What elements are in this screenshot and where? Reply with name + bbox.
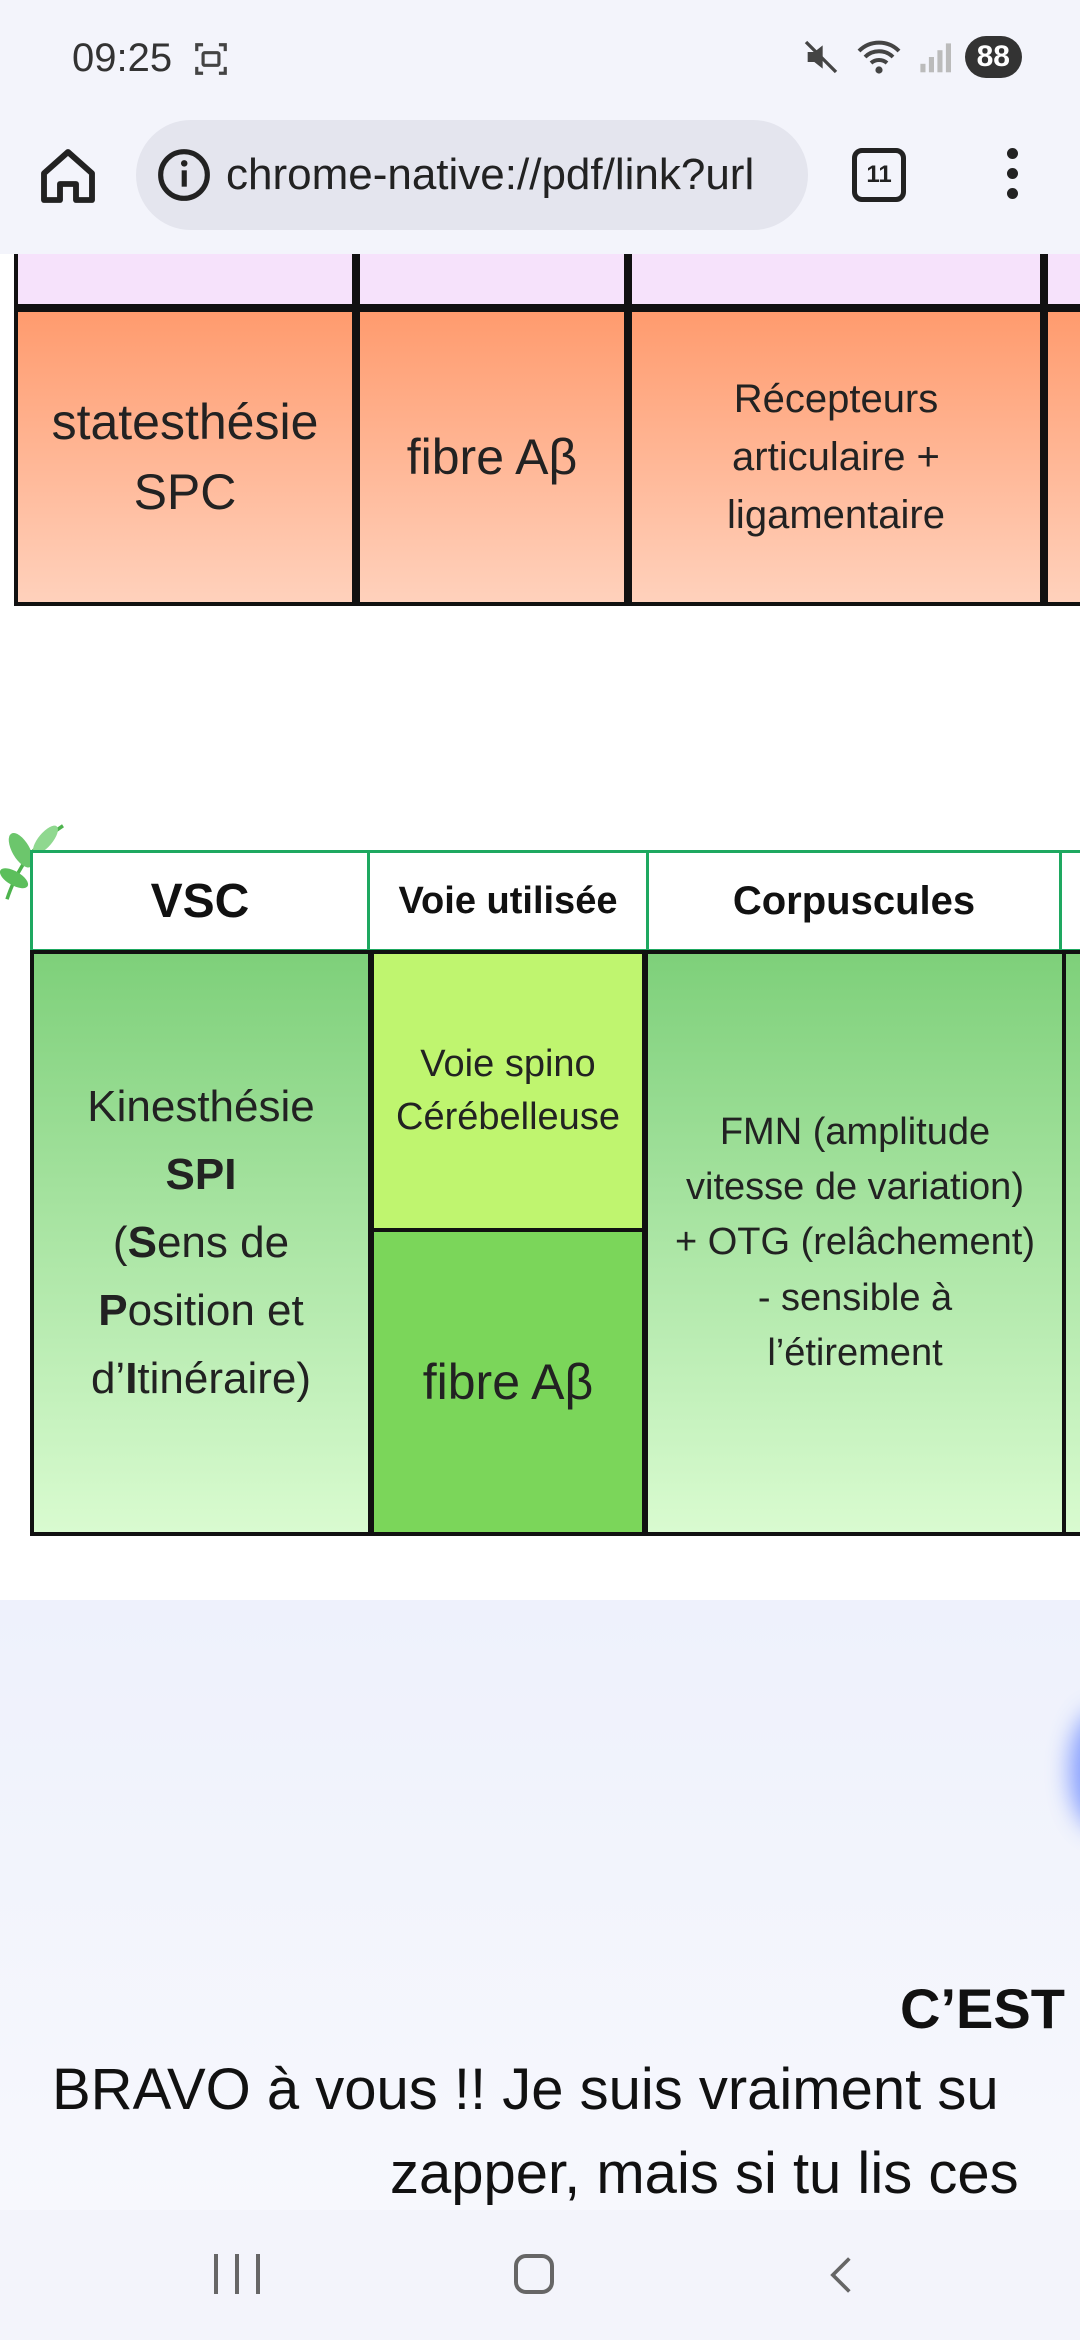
cell-text: ligamentaire xyxy=(727,493,945,537)
table2-cell-fibre: fibre Aβ xyxy=(370,1228,646,1536)
cell-text: osition et xyxy=(127,1286,304,1336)
page-heading: C’EST xyxy=(900,1977,1065,2040)
table2-header-edge xyxy=(1059,850,1080,952)
table1-cell-edge xyxy=(1044,308,1080,606)
cell-text: Voie spino xyxy=(420,1042,596,1085)
table1-top-cell xyxy=(628,254,1044,308)
wifi-icon xyxy=(857,40,901,74)
mute-icon xyxy=(804,40,837,74)
leaf-decoration-icon xyxy=(0,824,64,900)
cell-text: Cérébelleuse xyxy=(396,1096,620,1138)
cell-text: articulaire + xyxy=(732,435,940,479)
cell-text: l’étirement xyxy=(767,1331,943,1374)
cell-text: S xyxy=(127,1217,157,1267)
cell-text: SPI xyxy=(165,1149,237,1199)
battery-indicator: 88 xyxy=(964,36,1022,78)
header-text: Corpuscules xyxy=(732,878,976,923)
signal-icon xyxy=(920,43,951,73)
table2-cell-corpuscules: FMN (amplitude vitesse de variation) + O… xyxy=(644,950,1066,1536)
cell-text: fibre Aβ xyxy=(422,1354,594,1410)
back-icon[interactable] xyxy=(820,2252,864,2298)
cell-text: ( xyxy=(112,1217,128,1267)
recent-apps-icon[interactable] xyxy=(214,2254,260,2294)
cell-text: I xyxy=(125,1354,138,1404)
address-bar[interactable]: chrome-native://pdf/link?url xyxy=(136,120,808,230)
cell-text: - sensible à xyxy=(757,1276,953,1319)
cell-text: Récepteurs xyxy=(733,377,939,421)
cell-text: ens de xyxy=(156,1217,290,1267)
more-menu-icon[interactable] xyxy=(1000,148,1024,208)
table1-top-cell xyxy=(1044,254,1080,308)
cell-text: d’ xyxy=(90,1354,126,1404)
cell-text: FMN (amplitude xyxy=(719,1111,991,1154)
page-body-line: zapper, mais si tu lis ces xyxy=(390,2141,1019,2206)
table2-cell-kinesthesie: Kinesthésie SPI (Sens de Position et d’I… xyxy=(30,950,372,1536)
table1-top-cell xyxy=(356,254,628,308)
cell-text: SPC xyxy=(133,464,237,520)
table1-top-cell xyxy=(14,254,356,308)
cell-text: vitesse de variation) xyxy=(686,1166,1024,1209)
cell-text: fibre Aβ xyxy=(406,429,578,485)
tab-switcher-button[interactable]: 11 xyxy=(852,148,906,202)
table2-header-corpuscules: Corpuscules xyxy=(646,850,1062,952)
screenshot-icon xyxy=(195,43,227,75)
home-icon[interactable] xyxy=(36,144,100,208)
table2-cell-edge xyxy=(1062,950,1080,1536)
table2-header-vsc: VSC xyxy=(30,850,370,952)
browser-toolbar: chrome-native://pdf/link?url 11 xyxy=(0,120,1080,254)
cell-text: Kinesthésie xyxy=(87,1081,315,1131)
header-text: Voie utilisée xyxy=(398,879,618,922)
header-text: VSC xyxy=(150,874,250,928)
table1-cell-recepteurs: Récepteurs articulaire + ligamentaire xyxy=(628,308,1044,606)
cell-text: statesthésie xyxy=(51,394,319,450)
status-time: 09:25 xyxy=(72,36,173,80)
status-bar: 09:25 88 xyxy=(0,0,1080,120)
url-text[interactable]: chrome-native://pdf/link?url xyxy=(226,150,755,199)
page-body-line: BRAVO à vous !! Je suis vraiment su xyxy=(52,2057,999,2122)
table2-header-voie: Voie utilisée xyxy=(367,850,649,952)
cell-text: tinéraire) xyxy=(137,1354,312,1404)
table1-cell-fibre: fibre Aβ xyxy=(356,308,628,606)
home-nav-icon[interactable] xyxy=(514,2254,554,2294)
cell-text: P xyxy=(98,1286,128,1336)
cell-text: + OTG (relâchement) xyxy=(674,1221,1036,1264)
pdf-next-page[interactable]: C’EST BRAVO à vous !! Je suis vraiment s… xyxy=(0,1600,1080,2210)
decorative-blob xyxy=(1070,1710,1080,1830)
system-nav-bar xyxy=(0,2210,1080,2340)
info-icon[interactable] xyxy=(156,147,212,203)
